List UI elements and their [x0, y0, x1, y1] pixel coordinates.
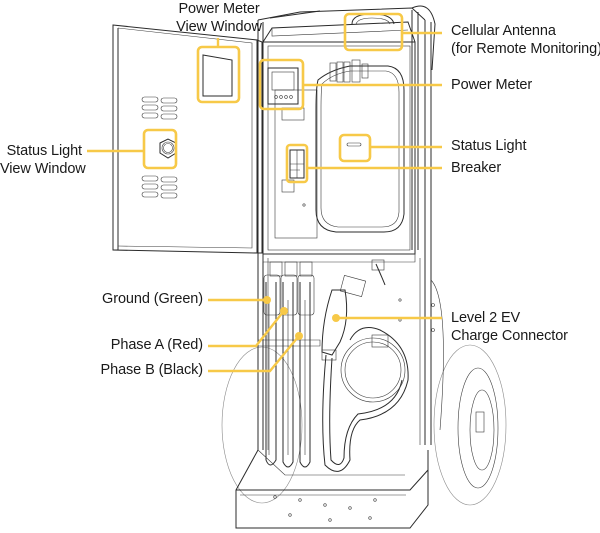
power-cables [257, 274, 321, 468]
label-power-meter-view-window: Power Meter View Window [166, 0, 272, 36]
highlight-status-light-window [142, 128, 178, 170]
label-line: Power Meter [451, 77, 533, 93]
charger-status-light [346, 142, 362, 147]
highlight-breaker [285, 143, 309, 184]
cart-frame [235, 5, 444, 529]
left-wheel [221, 346, 303, 504]
leader-lines [87, 31, 442, 373]
right-wheel [433, 344, 507, 506]
leader-phase-a [208, 311, 284, 348]
label-ground: Ground (Green) [60, 290, 203, 308]
terminal-blocks [329, 59, 369, 83]
leader-endpoint-dots [263, 296, 340, 340]
label-line: Breaker [451, 160, 502, 176]
label-line: Charge Connector [451, 328, 568, 344]
enclosure-door [112, 24, 263, 254]
label-line: Status Light [451, 138, 527, 154]
highlight-power-meter [258, 58, 305, 111]
highlight-status-light [338, 133, 372, 163]
ev-charge-cable [321, 263, 409, 472]
breaker-device [289, 149, 305, 179]
label-line: Status Light [6, 143, 82, 159]
highlight-boxes [142, 12, 404, 184]
label-charge-connector: Level 2 EV Charge Connector [451, 309, 568, 345]
door-vents-bottom [141, 175, 178, 199]
leader-phase-b [208, 336, 299, 373]
label-line: Phase B (Black) [100, 362, 204, 378]
label-line: Ground (Green) [102, 291, 203, 307]
label-phase-a: Phase A (Red) [60, 336, 203, 354]
label-line: View Window [0, 161, 86, 177]
door-vents-top [141, 96, 178, 120]
label-power-meter: Power Meter [451, 76, 532, 94]
status-light-lens [159, 138, 177, 159]
base-plate-holes [273, 495, 377, 522]
cable-glands [269, 259, 385, 277]
label-cellular-antenna: Cellular Antenna (for Remote Monitoring) [451, 22, 600, 58]
label-phase-b: Phase B (Black) [60, 361, 204, 379]
label-line: Cellular Antenna [451, 23, 556, 39]
label-breaker: Breaker [451, 159, 501, 177]
label-line: Level 2 EV [451, 310, 521, 326]
label-line: (for Remote Monitoring) [451, 41, 600, 57]
label-status-light-view-window: Status Light View Window [0, 142, 86, 178]
label-line: Phase A (Red) [110, 337, 203, 353]
label-line: View Window [176, 19, 262, 35]
label-line: Power Meter [178, 1, 260, 17]
label-status-light: Status Light [451, 137, 526, 155]
power-meter-device [267, 67, 299, 105]
